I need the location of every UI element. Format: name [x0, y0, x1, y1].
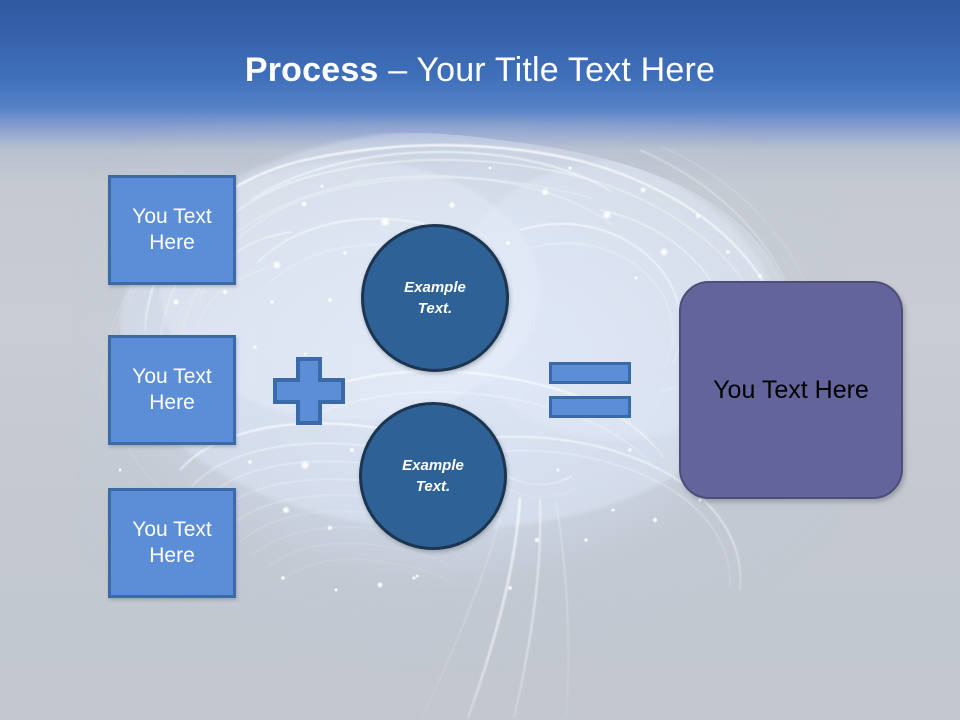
example-circle-1-line1: Example: [404, 279, 466, 296]
result-box-label: You Text Here: [713, 375, 869, 404]
input-box-3[interactable]: You Text Here: [108, 488, 236, 598]
plus-icon: [273, 357, 345, 425]
example-circle-1[interactable]: Example Text.: [361, 224, 509, 372]
equals-bar-top: [549, 362, 631, 384]
slide-title-rest: – Your Title Text Here: [378, 51, 716, 89]
equals-bar-bottom: [549, 396, 631, 418]
slide-title-strong: Process: [244, 51, 379, 89]
slide-title: Process – Your Title Text Here: [0, 48, 960, 92]
input-box-3-label: You Text Here: [132, 518, 212, 567]
example-circle-1-line2: Text.: [417, 300, 453, 317]
example-circle-2-line1: Example: [402, 457, 464, 474]
example-circle-1-label: Example Text.: [404, 277, 466, 319]
input-box-1-label: You Text Here: [132, 205, 212, 254]
input-box-2[interactable]: You Text Here: [108, 335, 236, 445]
example-circle-2-line2: Text.: [415, 478, 451, 495]
equals-icon: [549, 362, 631, 418]
input-box-1[interactable]: You Text Here: [108, 175, 236, 285]
example-circle-2[interactable]: Example Text.: [359, 402, 507, 550]
example-circle-2-label: Example Text.: [402, 455, 464, 497]
result-box[interactable]: You Text Here: [679, 281, 903, 499]
input-box-2-label: You Text Here: [132, 365, 212, 414]
